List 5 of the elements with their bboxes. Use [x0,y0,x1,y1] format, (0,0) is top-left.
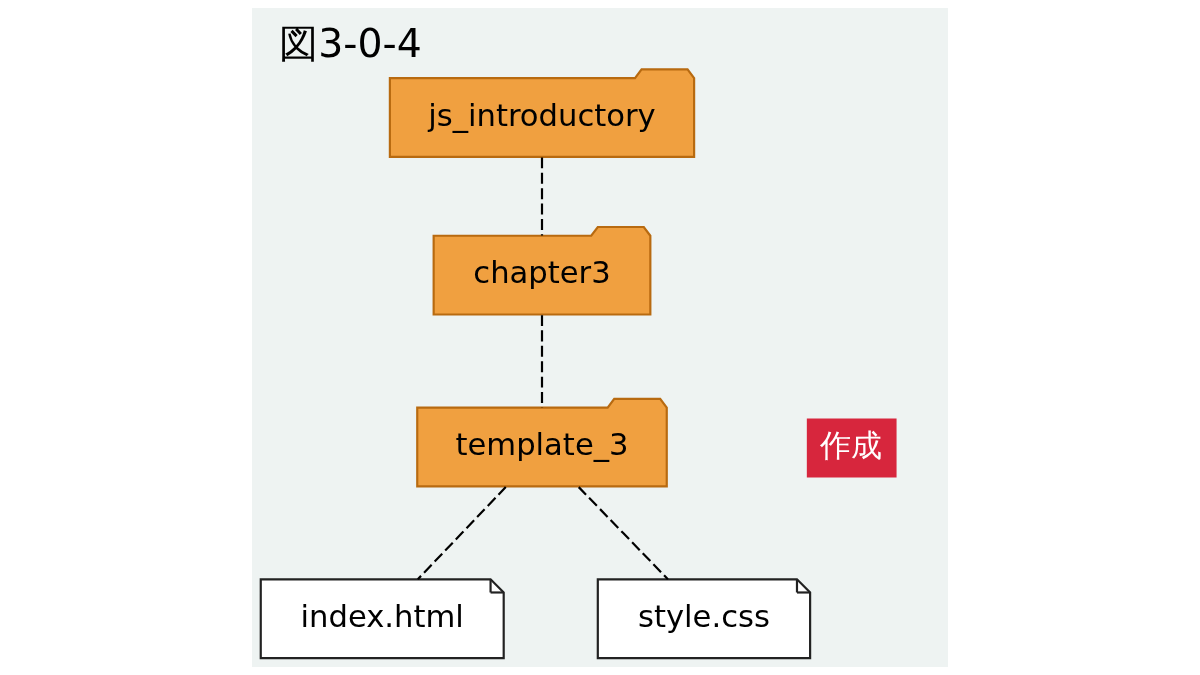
diagram-title: 図3-0-4 [279,20,422,67]
connector [540,157,544,236]
connector [577,486,669,581]
connector [417,486,507,581]
label: 作成 [819,428,882,464]
